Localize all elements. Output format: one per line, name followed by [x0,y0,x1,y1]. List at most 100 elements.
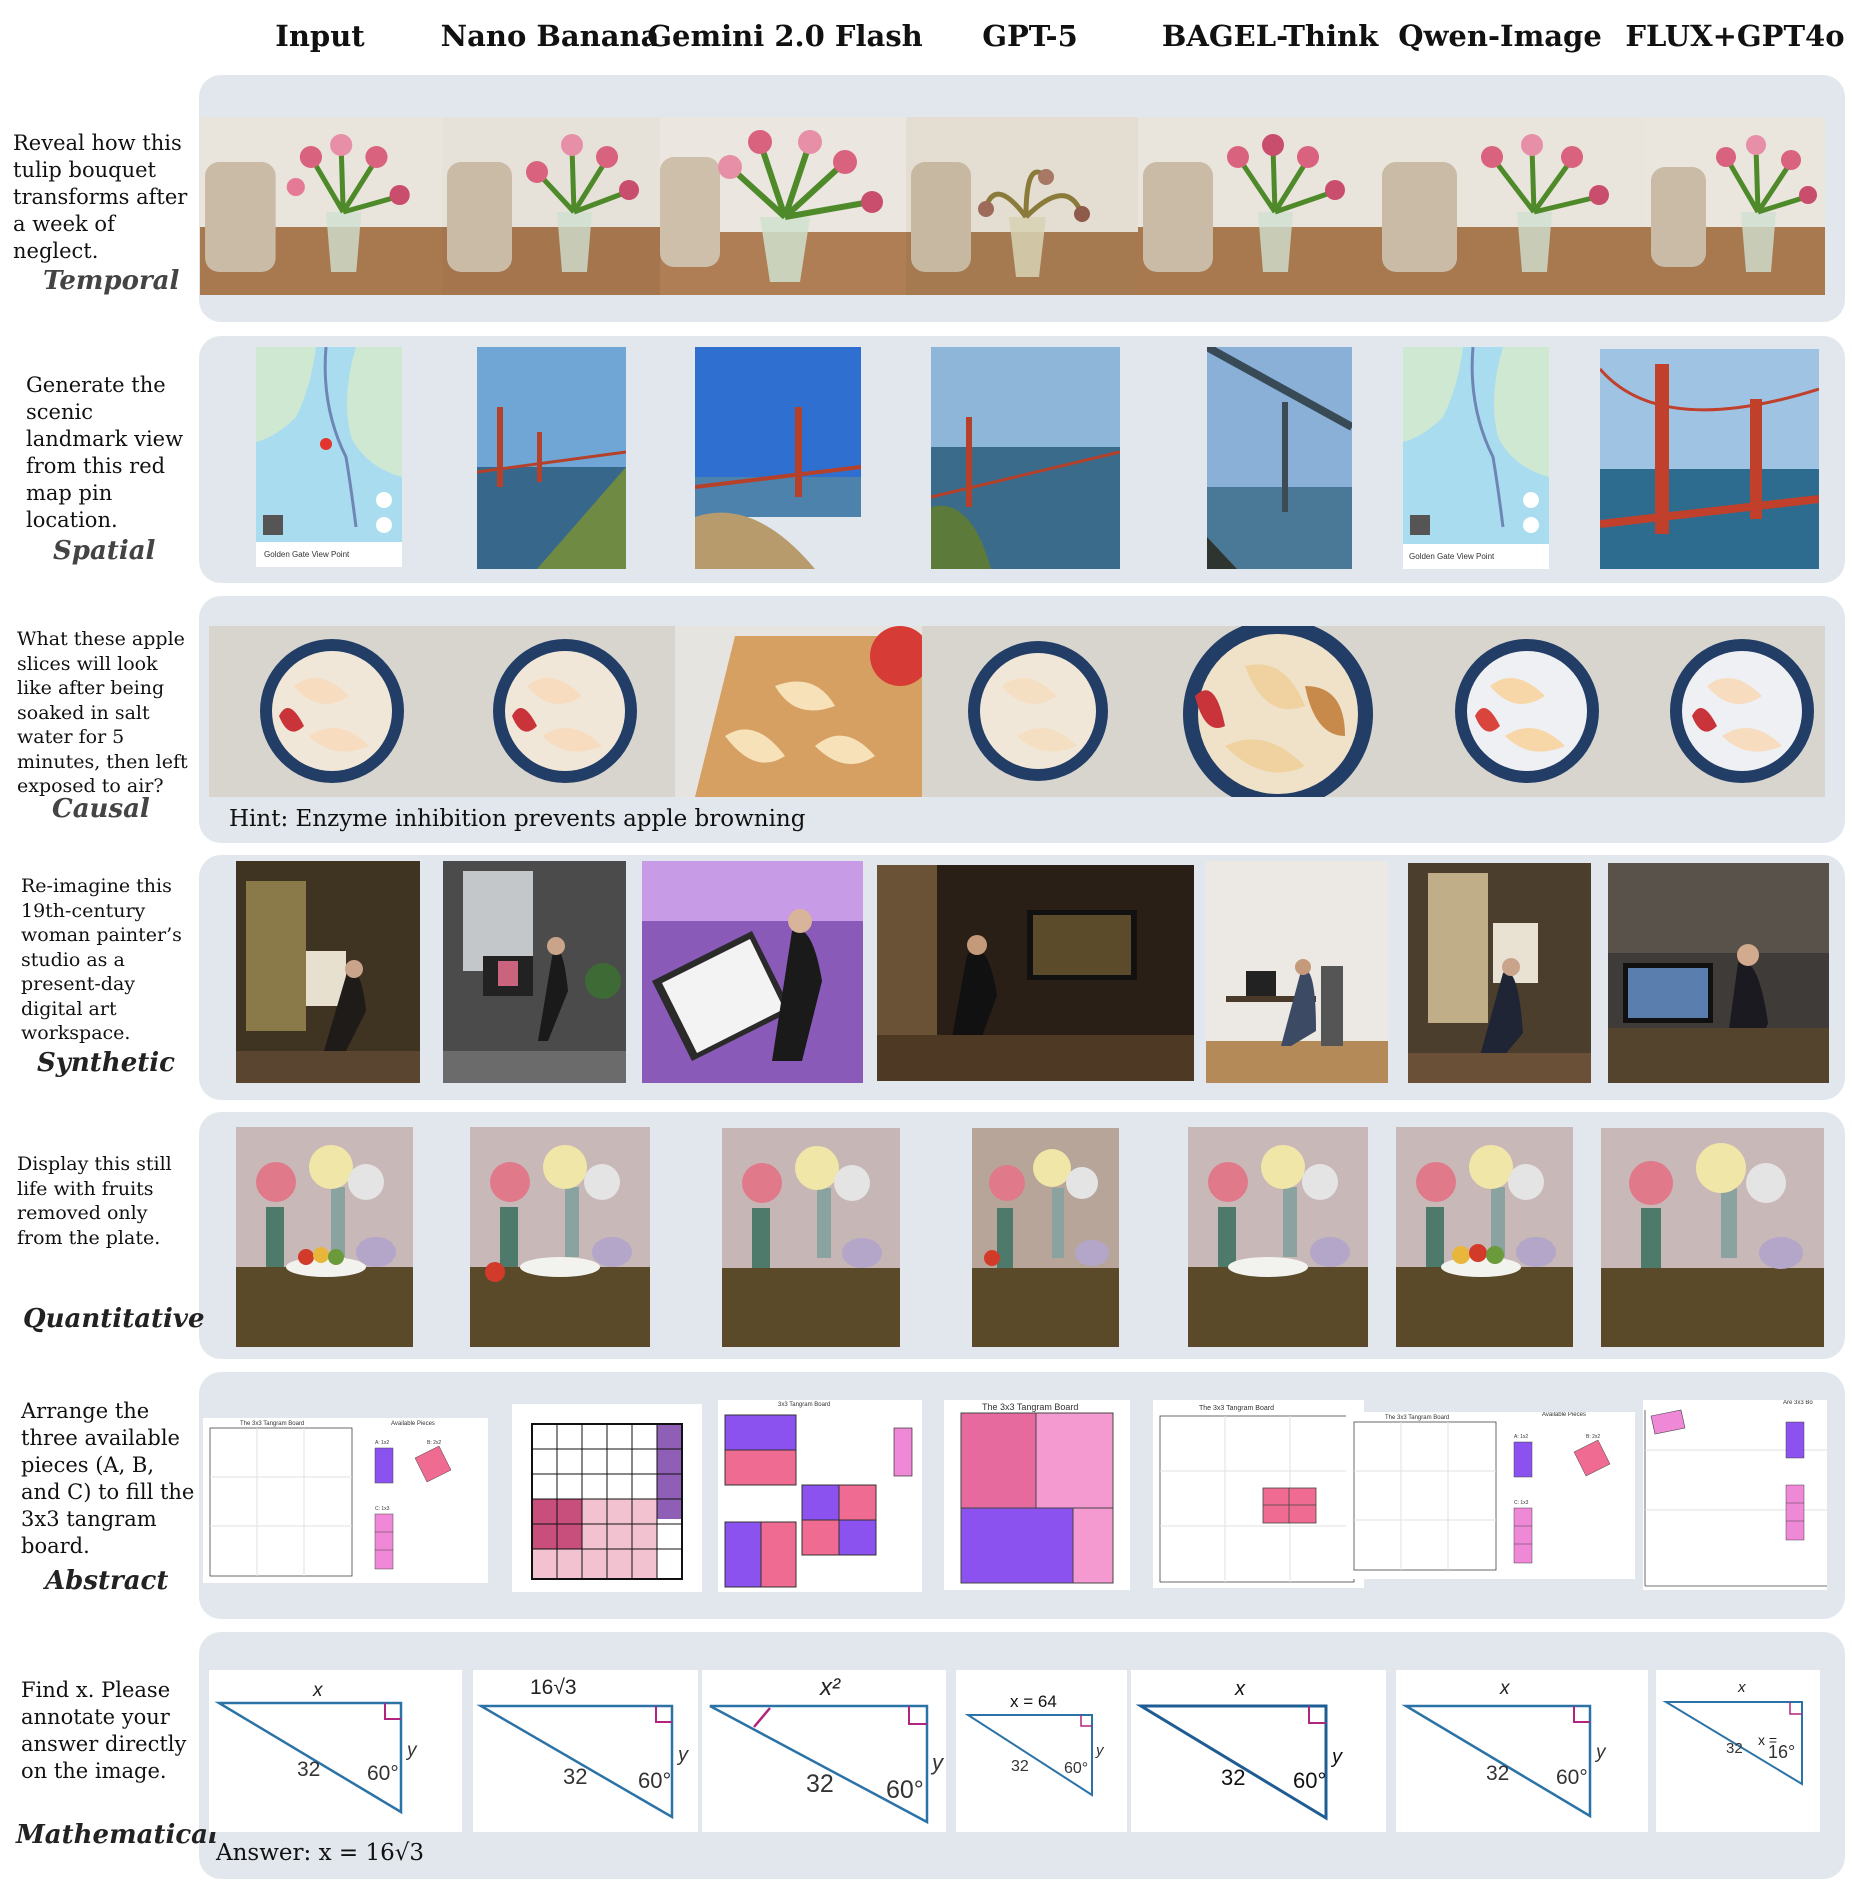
studio-image-flux [1608,863,1829,1083]
row-category-temporal: Temporal [43,266,180,296]
math-image-bagel: x 32 60° y [1131,1670,1386,1832]
studio-image-nano-banana [443,861,626,1083]
tulip-image-nano-banana [442,117,660,295]
row-prompt-synthetic: Re-imagine this 19th-century woman paint… [21,875,182,1044]
studio-image-bagel [1206,861,1388,1083]
pieces-title: Available Pieces [391,1421,435,1427]
math-hyp-label: 32 [297,1758,321,1781]
math-hyp-label: 32 [1486,1762,1510,1785]
math-inside-value: 16° [1768,1742,1796,1762]
row-prompt-causal: What these apple slices will look like a… [17,628,188,797]
column-header-qwen: Qwen-Image [1398,19,1602,53]
tulip-image-flux [1646,117,1825,295]
tulip-image-gpt5 [906,117,1138,295]
row-category-mathematical: Mathematical [16,1820,218,1850]
math-image-flux: x 32 x = 16° [1656,1670,1820,1832]
board-title: Are 3x3 Bo [1783,1400,1813,1406]
math-image-gemini: x² 32 60° y [702,1670,946,1832]
board-title: The 3x3 Tangram Board [1385,1415,1450,1421]
math-image-nano-banana: 16√3 32 60° y [473,1670,698,1832]
row-prompt-temporal: Reveal how this tulip bouquet transforms… [13,131,188,263]
apple-image-flux [1652,626,1825,797]
math-y-label: y [1096,1742,1104,1759]
math-y-label: y [1596,1742,1606,1763]
math-y-label: y [1332,1746,1342,1768]
map-image-input: Golden Gate View Point [256,347,402,567]
apple-image-nano-banana [455,626,675,797]
apple-image-qwen [1402,626,1652,797]
math-hyp-label: 32 [1221,1765,1246,1790]
apple-image-input [209,626,455,797]
math-y-label: y [407,1740,417,1761]
piece-a-label: A: 1x2 [375,1440,390,1446]
tangram-image-input: The 3x3 Tangram Board Available Pieces A… [203,1418,488,1583]
piece-b-label: B: 2x2 [427,1440,442,1446]
math-hyp-label: 32 [1011,1758,1029,1775]
math-top-label: x² [820,1674,840,1701]
math-angle-label: 60° [1064,1760,1089,1777]
pieces-title: Available Pieces [1542,1412,1586,1418]
row-category-synthetic: Synthetic [37,1048,175,1078]
math-hyp-label: 32 [563,1764,588,1789]
math-hyp-label: 32 [1726,1740,1743,1757]
math-y-label: y [678,1744,688,1766]
row-prompt-quantitative: Display this still life with fruits remo… [17,1153,172,1249]
board-title: The 3x3 Tangram Board [1199,1405,1274,1412]
stilllife-image-flux [1601,1128,1824,1347]
tulip-image-gemini [660,117,906,295]
causal-hint: Hint: Enzyme inhibition prevents apple b… [229,806,806,832]
tangram-image-qwen: The 3x3 Tangram Board Available Pieces A… [1346,1412,1635,1579]
tangram-image-bagel: The 3x3 Tangram Board [1153,1400,1364,1588]
tangram-image-gpt5: The 3x3 Tangram Board [944,1400,1130,1590]
apple-image-bagel [1155,626,1402,797]
row-category-quantitative: Quantitative [23,1304,205,1334]
apple-image-gpt5 [922,626,1155,797]
studio-image-input [236,861,420,1083]
bridge-image-flux [1600,349,1819,569]
math-answer: Answer: x = 16√3 [216,1840,424,1866]
math-top-label: x = 64 [1010,1692,1057,1711]
math-top-label: x [1738,1679,1746,1696]
math-image-qwen: x 32 60° y [1396,1670,1648,1832]
piece-a-label: A: 1x2 [1514,1434,1529,1440]
stilllife-image-input [236,1127,413,1347]
column-header-input: Input [275,19,365,53]
bridge-image-gemini [695,347,861,569]
bridge-image-nano-banana [477,347,626,569]
row-category-causal: Causal [52,794,150,824]
column-header-gpt5: GPT-5 [982,19,1078,53]
tulip-image-input [200,117,442,295]
column-header-gemini: Gemini 2.0 Flash [647,19,923,53]
board-title: 3x3 Tangram Board [778,1402,831,1408]
piece-c-label: C: 1x3 [1514,1500,1529,1506]
math-inside-label: x = [1758,1732,1778,1748]
math-angle-label: 60° [1293,1768,1327,1793]
math-y-label: y [932,1750,943,1775]
math-angle-label: 60° [638,1768,672,1793]
stilllife-image-qwen [1396,1127,1573,1347]
bridge-image-bagel [1207,347,1352,569]
math-top-label: x [313,1680,323,1701]
column-header-flux: FLUX+GPT4o [1625,19,1845,53]
math-angle-label: 60° [886,1776,924,1804]
math-top-label: 16√3 [530,1676,577,1699]
stilllife-image-gemini [722,1128,900,1347]
math-hyp-label: 32 [806,1770,834,1798]
map-place-label: Golden Gate View Point [264,550,350,559]
piece-b-label: B: 2x2 [1586,1434,1601,1440]
tangram-image-flux: Are 3x3 Bo [1643,1400,1827,1590]
map-place-label: Golden Gate View Point [1409,552,1495,561]
tulip-image-qwen [1372,117,1646,295]
studio-image-gemini [642,861,863,1083]
math-angle-label: 60° [367,1762,399,1785]
math-top-label: x [1500,1678,1510,1699]
apple-image-gemini [675,626,922,797]
row-category-abstract: Abstract [45,1566,169,1596]
row-prompt-spatial: Generate the scenic landmark view from t… [26,373,184,532]
studio-image-gpt5 [877,865,1194,1081]
tangram-image-gemini: 3x3 Tangram Board [718,1400,922,1592]
piece-c-label: C: 1x3 [375,1506,390,1512]
bridge-image-gpt5 [931,347,1120,569]
tulip-image-bagel [1138,117,1372,295]
row-prompt-abstract: Arrange the three available pieces (A, B… [21,1399,195,1558]
